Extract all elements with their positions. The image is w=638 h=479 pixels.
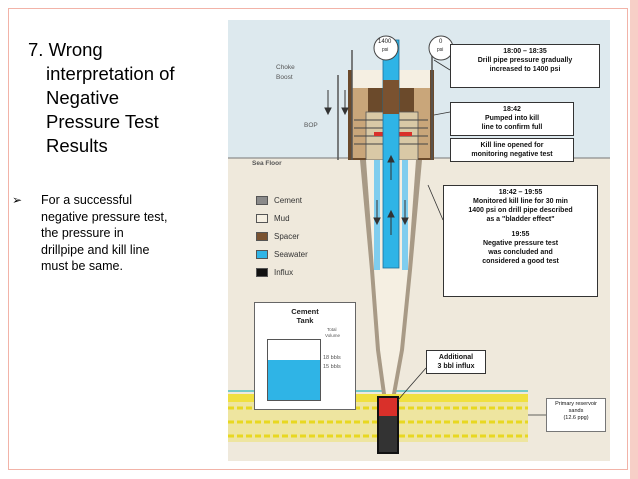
drill-pipe-spacer [383,80,399,114]
reservoir-line-1: Primary reservoir [555,401,597,407]
callout-pressure-increase: 18:00 – 18:35 Drill pipe pressure gradua… [450,44,600,88]
callout-1-line-3: increased to 1400 psi [489,66,561,73]
slide-accent-band [630,0,638,479]
bullet-line-2: negative pressure test, [41,209,168,224]
callout-4-line-2: Monitored kill line for 30 min [473,198,568,205]
legend-label-spacer: Spacer [274,232,300,241]
sea-floor-label: Sea Floor [252,160,282,167]
bullet-line-5: must be same. [41,259,123,273]
legend-label-cement: Cement [274,196,303,205]
callout-kill-line-opened: Kill line opened for monitoring negative… [450,138,574,162]
drill-pipe-gauge-unit: psi [382,47,389,53]
choke-label: Choke [276,64,295,71]
callout-additional-influx: Additional 3 bbl influx [426,350,486,374]
callout-4-line-3: 1400 psi on drill pipe described [468,207,573,214]
tank-volume-line-1: Total [327,327,337,332]
callout-2-line-1: 18:42 [503,106,521,113]
influx-dots [379,416,397,452]
legend-label-influx: Influx [274,268,294,277]
callout-3-line-2: monitoring negative test [471,151,553,158]
bullet-line-4: drillpipe and kill line [41,242,150,257]
legend-swatch-influx [256,268,268,277]
bullet-point: ➢ For a successful negative pressure tes… [12,192,217,275]
tank-level-18: 18 bbls [323,355,341,361]
slide-title: 7. Wrong interpretation of Negative Pres… [28,38,218,158]
influx-red [379,398,397,416]
callout-4-line-8: was concluded and [488,249,553,256]
bullet-line-1: For a successful [41,193,133,207]
cement-tank-panel: Cement Tank Total Volume 18 bbls 15 bbls [254,302,356,410]
drill-pipe-gauge-value: 1400 [378,39,392,45]
tank-vessel [267,339,321,401]
callout-2-line-3: line to confirm full [481,124,543,131]
callout-4-line-6: 19:55 [511,231,530,238]
legend-swatch-cement [256,196,268,205]
tank-volume-line-2: Volume [325,333,341,338]
kill-line-gauge-unit: psi [437,47,444,53]
legend-label-mud: Mud [274,214,290,223]
callout-2-line-2: Pumped into kill [484,115,540,122]
callout-1-line-2: Drill pipe pressure gradually [477,57,573,64]
legend-swatch-seawater [256,250,268,259]
title-line-1: 7. Wrong [28,39,103,60]
legend-label-seawater: Seawater [274,250,308,259]
callout-4-line-9: considered a good test [482,258,559,265]
tank-title-line-1: Cement [291,307,319,316]
legend-swatch-mud [256,214,268,223]
callout-leaders [397,59,546,416]
kill-line-gauge-value: 0 [439,39,443,45]
title-line-3: Negative [46,87,120,108]
callout-5-line-2: 3 bbl influx [437,363,475,370]
callout-5-line-1: Additional [438,354,474,361]
bop-label: BOP [304,122,318,129]
tank-title-line-2: Tank [296,316,314,325]
legend-swatch-spacer [256,232,268,241]
reservoir-label: Primary reservoir sands (12.6 ppg) [546,398,606,432]
callout-1-line-1: 18:00 – 18:35 [503,48,547,55]
boost-label: Boost [276,74,293,81]
well-diagram-drawing [228,20,610,461]
bullet-line-3: the pressure in [41,226,124,240]
flow-arrows [324,90,409,235]
callout-4-line-1: 18:42 – 19:55 [498,189,543,196]
callout-pumped-kill-line: 18:42 Pumped into kill line to confirm f… [450,102,574,136]
title-line-5: Results [46,135,108,156]
callout-monitored-kill-line: 18:42 – 19:55 Monitored kill line for 30… [443,185,598,297]
bullet-arrow-icon: ➢ [12,193,23,207]
callout-3-line-1: Kill line opened for [480,142,544,149]
title-line-4: Pressure Test [46,111,159,132]
well-diagram: 1400 psi 0 psi Choke Boost BOP Sea Floor… [228,20,610,461]
drill-pipe-gauge [373,35,399,61]
reservoir-line-3: (12.6 ppg) [563,415,589,421]
riser-annulus-mud-left [352,88,368,158]
slide-frame [8,8,628,470]
title-line-2: interpretation of [46,63,175,84]
callout-4-line-7: Negative pressure test [482,240,559,247]
tank-fill-level [268,360,320,400]
tank-level-15: 15 bbls [323,364,341,370]
callout-4-line-4: as a "bladder effect" [486,216,555,223]
reservoir-line-2: sands [568,408,584,414]
